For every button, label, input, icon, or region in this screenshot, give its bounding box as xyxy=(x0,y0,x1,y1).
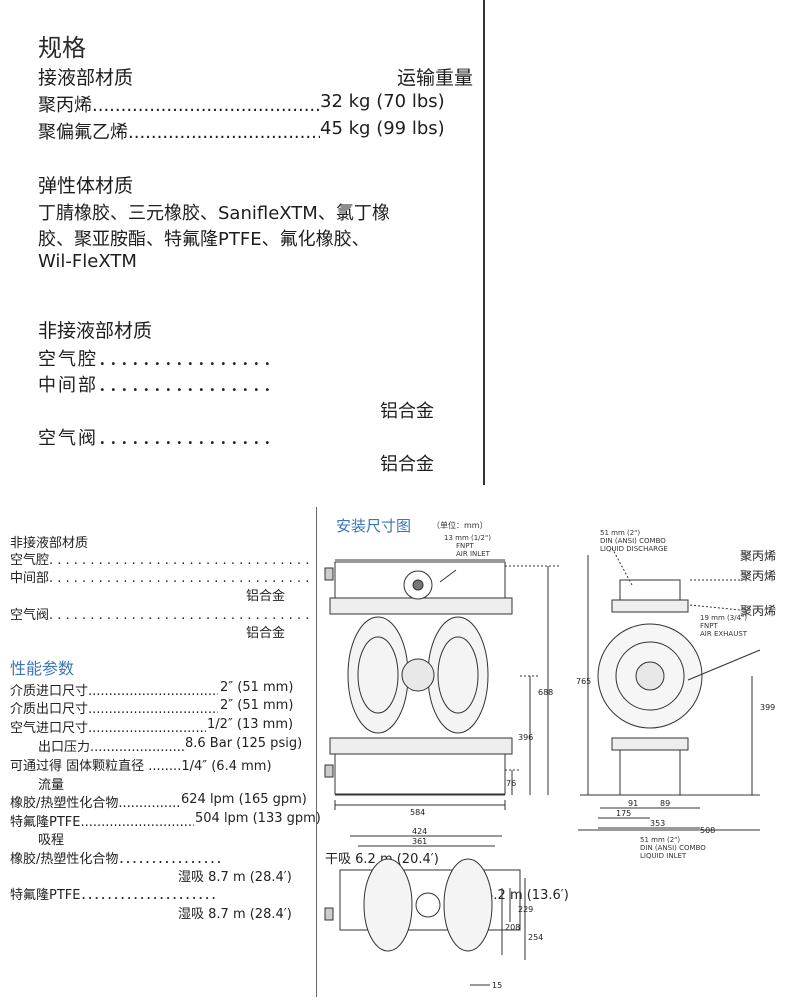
dim-765: 765 xyxy=(576,677,591,686)
flow-row-value: 504 lpm (133 gpm) xyxy=(195,811,321,826)
air-chamber-row: 空气腔．．．．．．．．．．．．．．．． xyxy=(38,349,283,370)
bottom-view-left xyxy=(363,858,413,952)
diagram-divider-line xyxy=(316,507,317,997)
liquid-inlet-line: DIN (ANSI) COMBO xyxy=(640,844,706,852)
right-material-label: 聚丙烯 xyxy=(740,604,776,618)
aluminum-label: 铝合金 xyxy=(380,401,434,422)
elastomer-heading: 弹性体材质 xyxy=(38,175,134,197)
side-bottom-flange xyxy=(611,737,689,751)
side-top-flange xyxy=(611,599,689,613)
flow-row-value: 624 lpm (165 gpm) xyxy=(181,792,307,807)
dim-584: 584 xyxy=(410,808,425,817)
wetted-heading: 接液部材质 xyxy=(38,67,134,89)
center-section-row: 中间部．．．．．．．．．．．．．．．． xyxy=(38,375,283,396)
front-chamber-left xyxy=(347,616,409,734)
dim-424: 424 xyxy=(412,827,427,836)
elastomer-line: 胶、聚亚胺酯、特氟隆PTFE、氟化橡胶、 xyxy=(38,229,370,250)
spec-title: 规格 xyxy=(38,34,86,62)
non-wetted-heading: 非接液部材质 xyxy=(38,320,153,342)
flow-row-label: 橡胶/热塑性化合物............... xyxy=(10,796,180,811)
suction-rubber-row: 橡胶/热塑性化合物．．．．．．．．．．．．．．．． xyxy=(10,852,229,867)
perf-row-label: 介质出口尺寸..................................… xyxy=(10,702,218,717)
perf-row-value: 2″ (51 mm) xyxy=(220,698,294,713)
right-material-label: 聚丙烯 xyxy=(740,549,776,563)
side-center-hub xyxy=(635,661,665,691)
liquid-discharge-line: 51 mm (2") xyxy=(600,529,640,537)
dim-208: 208 xyxy=(505,923,520,932)
right-material-label: 聚丙烯 xyxy=(740,569,776,583)
non-wetted-heading-2: 非接液部材质 xyxy=(10,536,89,551)
perf-row-label: 出口压力.......................... xyxy=(38,740,184,755)
weight-pvdf-value: 45 kg (99 lbs) xyxy=(320,118,445,139)
dim-91: 91 xyxy=(628,799,638,808)
wet-suction: 湿吸 8.7 m (28.4′) xyxy=(178,870,292,885)
diagram-title: 安装尺寸图 xyxy=(336,517,412,535)
air-valve-row-2: 空气阀. . . . . . . . . . . . . . . . . . .… xyxy=(10,608,310,623)
liquid-discharge-line: DIN (ANSI) COMBO xyxy=(600,537,666,545)
elastomer-line: 丁腈橡胶、三元橡胶、SanifleXTM、氯丁橡 xyxy=(38,203,390,224)
air-inlet-line: AIR INLET xyxy=(456,550,491,558)
diagram-unit: （单位：mm） xyxy=(432,521,488,530)
aluminum-label-2: 铝合金 xyxy=(246,589,286,604)
dim-361: 361 xyxy=(412,837,427,846)
air-inlet-line: FNPT xyxy=(456,542,474,550)
suction-heading: 吸程 xyxy=(38,833,65,848)
liquid-inlet-line: LIQUID INLET xyxy=(640,852,687,860)
top-divider-line xyxy=(483,0,485,485)
suction-ptfe-row: 特氟隆PTFE．．．．．．．．．．．．．．．．．．．．． xyxy=(10,888,224,903)
shipping-heading: 运输重量 xyxy=(397,67,474,89)
wet-suction: 湿吸 8.7 m (28.4′) xyxy=(178,907,292,922)
air-exhaust-line: FNPT xyxy=(700,622,718,630)
flow-row-label: 特氟隆PTFE................................ xyxy=(10,815,194,830)
dim-396: 396 xyxy=(518,733,533,742)
perf-row-value: 8.6 Bar (125 psig) xyxy=(185,736,303,751)
dim-229: 229 xyxy=(518,905,533,914)
air-exhaust-line: 19 mm (3/4") xyxy=(700,614,747,622)
liquid-inlet-line: 51 mm (2") xyxy=(640,836,680,844)
side-diaphragm-inner xyxy=(615,641,685,711)
bottom-view-right xyxy=(443,858,493,952)
dim-688: 688 xyxy=(538,688,553,697)
air-exhaust-line: AIR EXHAUST xyxy=(700,630,748,638)
bottom-view-body xyxy=(339,869,521,931)
dry-suction: 干吸 6.2 m (20.4′) xyxy=(325,852,439,867)
liquid-discharge-line: LIQUID DISCHARGE xyxy=(600,545,668,553)
dim-76: 76 xyxy=(506,779,516,788)
dim-15: 15 xyxy=(492,981,502,990)
front-bottom-flange xyxy=(329,737,513,755)
front-top-flange xyxy=(329,597,513,615)
weight-pp-label: 聚丙烯.....................................… xyxy=(38,95,320,116)
perf-row-label: 介质进口尺寸..................................… xyxy=(10,684,218,699)
dim-89: 89 xyxy=(660,799,670,808)
air-valve-row: 空气阀．．．．．．．．．．．．．．．． xyxy=(38,428,283,449)
center-section-row-2: 中间部. . . . . . . . . . . . . . . . . . .… xyxy=(10,571,310,586)
front-base xyxy=(334,753,506,795)
performance-heading: 性能参数 xyxy=(10,659,75,678)
air-inlet-line: 13 mm (1/2") xyxy=(444,534,491,542)
elastomer-line: Wil-FleXTM xyxy=(38,251,137,272)
dim-399: 399 xyxy=(760,703,775,712)
aluminum-label: 铝合金 xyxy=(380,454,434,475)
flow-heading: 流量 xyxy=(38,778,65,793)
weight-pp-value: 32 kg (70 lbs) xyxy=(320,91,445,112)
dim-254: 254 xyxy=(528,933,543,942)
perf-row-label: 空气进口尺寸................................. xyxy=(10,721,206,736)
aluminum-label-2: 铝合金 xyxy=(246,626,286,641)
weight-pvdf-label: 聚偏氟乙烯................................... xyxy=(38,122,320,143)
side-base xyxy=(619,749,681,796)
solids-row: 可通过得 固体颗粒直径 ........1/4″ (6.4 mm) xyxy=(10,759,272,774)
front-chamber-right xyxy=(427,616,489,734)
dim-508: 508 xyxy=(700,826,715,835)
perf-row-value: 2″ (51 mm) xyxy=(220,680,294,695)
front-center-hub xyxy=(401,658,435,692)
dim-353: 353 xyxy=(650,819,665,828)
dim-175: 175 xyxy=(616,809,631,818)
air-chamber-row-2: 空气腔. . . . . . . . . . . . . . . . . . .… xyxy=(10,553,310,568)
perf-row-value: 1/2″ (13 mm) xyxy=(207,717,294,732)
